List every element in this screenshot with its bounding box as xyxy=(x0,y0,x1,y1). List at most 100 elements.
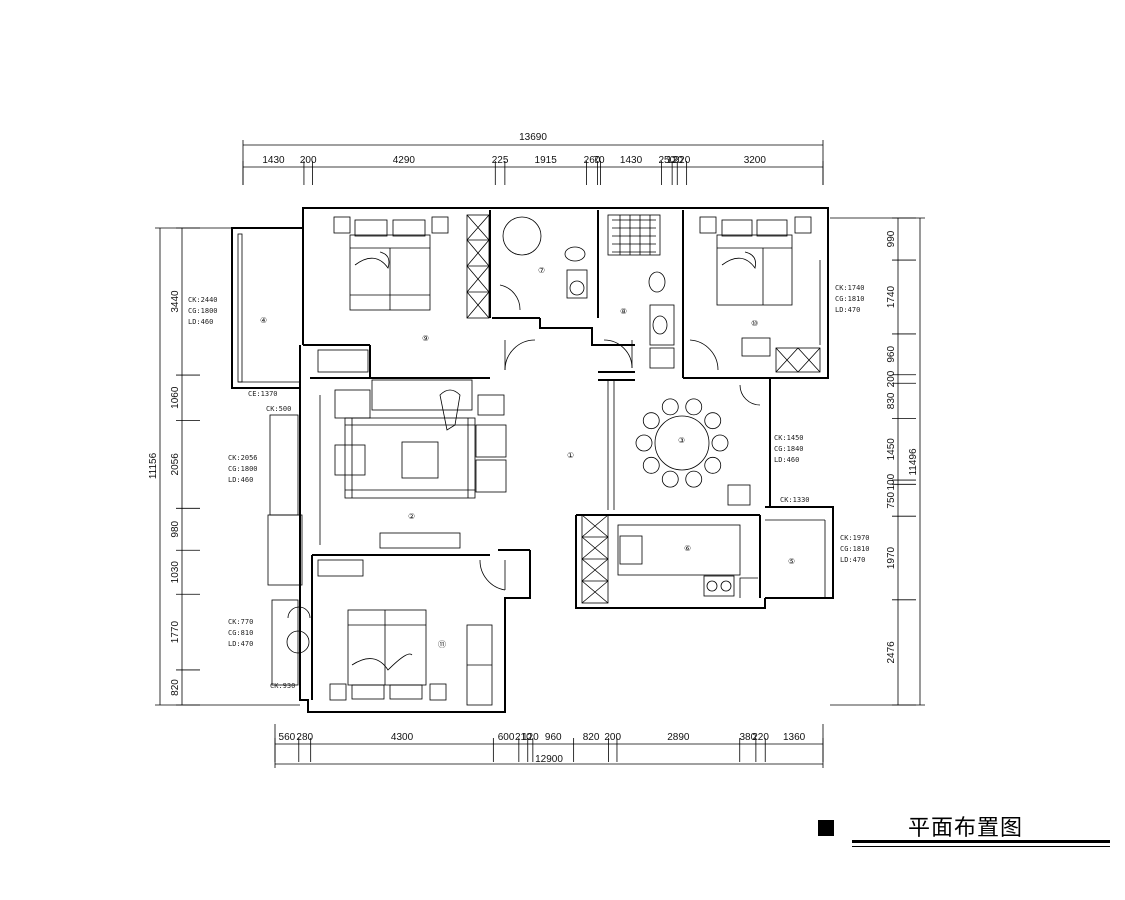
left-dim-segment-label: 3440 xyxy=(170,290,181,313)
right-dim-segment-label: 2476 xyxy=(886,641,897,664)
annot-bedroom-ne-cg: CG:1810 xyxy=(835,295,865,303)
annot-balcony-west-ce: CE:1370 xyxy=(248,390,278,398)
dining-chair xyxy=(704,412,722,430)
living-room-window xyxy=(267,414,303,686)
room-label-8: ⑧ xyxy=(620,307,627,316)
dining-chair xyxy=(661,398,679,416)
top-dim-segment-label: 1915 xyxy=(535,155,558,166)
bedroom-master xyxy=(317,214,490,373)
room-label-4: ④ xyxy=(260,316,267,325)
annot-balcony-east-ck: CK:1970 xyxy=(840,534,870,542)
right-dim-segment-label: 1970 xyxy=(886,546,897,569)
dining-chair xyxy=(642,412,660,430)
title-marker-square xyxy=(818,820,834,836)
right-total-dim: 11496 xyxy=(908,448,919,476)
left-total-dim: 11156 xyxy=(148,452,159,479)
annot-dining-ld: LD:460 xyxy=(774,456,799,464)
annot-bedroom-ne-ck: CK:1740 xyxy=(835,284,865,292)
title-underline-thick xyxy=(852,840,1110,843)
left-dim-segment-label: 820 xyxy=(170,679,181,696)
top-dim-segment-label: 200 xyxy=(300,155,317,166)
annot-bedroom-sw-ld: LD:470 xyxy=(228,640,253,648)
dining-chairs xyxy=(635,398,729,488)
right-dim-segment-label: 830 xyxy=(886,392,897,409)
right-dim-segment-label: 1450 xyxy=(886,438,897,461)
annot-bedroom-sw-bottom: CK:930 xyxy=(270,682,295,690)
annot-dining-cg: CG:1840 xyxy=(774,445,804,453)
annot-bedroom-sw-ck: CK:770 xyxy=(228,618,253,626)
dining-chair xyxy=(642,456,660,474)
right-dim-segment-label: 750 xyxy=(886,491,897,508)
right-dim-segment-label: 960 xyxy=(886,346,897,363)
bottom-dim-segment-label: 820 xyxy=(583,732,600,743)
bottom-dim-segment-label: 960 xyxy=(545,732,562,743)
bedroom-sw xyxy=(286,559,493,706)
bottom-dim-segment-label: 210 xyxy=(515,732,532,743)
right-dim-segment-label: 100 xyxy=(886,473,897,490)
annot-balcony-east-ld: LD:470 xyxy=(840,556,865,564)
right-dim-segment-label: 990 xyxy=(886,230,897,247)
top-dim-segment-label: 260 xyxy=(584,155,601,166)
top-dim-segment-label: 220 xyxy=(674,155,691,166)
annot-living-window-top: CK:500 xyxy=(266,405,291,413)
dining-chair xyxy=(635,434,653,452)
bottom-dim-segment-label: 2890 xyxy=(667,732,690,743)
bathroom-8 xyxy=(607,214,675,369)
room-label-11: ⑪ xyxy=(438,640,446,649)
living-room xyxy=(334,379,507,549)
window-annotations: CK:2440 CG:1800 LD:460 CE:1370 CK:500 CK… xyxy=(188,284,870,690)
bottom-dim-segment-label: 380 xyxy=(739,732,756,743)
top-dim-segment-label: 3200 xyxy=(744,155,767,166)
top-dim-segment-label: 1430 xyxy=(620,155,643,166)
annot-balcony-west-ld: LD:460 xyxy=(188,318,213,326)
annot-balcony-west-cg: CG:1800 xyxy=(188,307,218,315)
top-dim-segment-label: 225 xyxy=(492,155,509,166)
drawing-title-block: 平面布置图 xyxy=(818,808,1110,850)
drawing-title: 平面布置图 xyxy=(908,816,1024,841)
east-balcony xyxy=(765,519,826,598)
room-label-3: ③ xyxy=(678,436,685,445)
annot-balcony-east-cg: CG:1810 xyxy=(840,545,870,553)
interior-walls xyxy=(303,210,770,700)
bottom-dim-segment-label: 200 xyxy=(604,732,621,743)
right-dim-segment-label: 200 xyxy=(886,370,897,387)
room-labels: ① ② ③ ④ ⑤ ⑥ ⑦ ⑧ ⑨ ⑩ ⑪ xyxy=(260,266,795,649)
room-label-10: ⑩ xyxy=(751,319,758,328)
room-label-1: ① xyxy=(567,451,574,460)
bottom-dim-segment-label: 120 xyxy=(522,732,539,743)
annot-bedroom-ne-ld: LD:470 xyxy=(835,306,860,314)
annot-dining-ck: CK:1450 xyxy=(774,434,804,442)
annot-kitchen-top: CK:1330 xyxy=(780,496,810,504)
annot-living-window-ld: LD:460 xyxy=(228,476,253,484)
bathroom-7 xyxy=(502,216,588,299)
title-underline-thin xyxy=(852,846,1110,847)
right-dim-segment-label: 1740 xyxy=(886,285,897,308)
bottom-dim-segment-label: 560 xyxy=(279,732,296,743)
bottom-total-dim: 12900 xyxy=(535,754,563,765)
annot-living-window-cg: CG:1800 xyxy=(228,465,258,473)
dining-chair xyxy=(704,456,722,474)
dining-area xyxy=(635,398,751,506)
room-label-5: ⑤ xyxy=(788,557,795,566)
room-label-9: ⑨ xyxy=(422,334,429,343)
kitchen xyxy=(581,514,758,604)
room-label-6: ⑥ xyxy=(684,544,691,553)
dining-chair xyxy=(685,470,703,488)
dining-chair xyxy=(661,470,679,488)
left-dim-segment-label: 2056 xyxy=(170,453,181,476)
annot-balcony-west-ck: CK:2440 xyxy=(188,296,218,304)
bedroom-ne xyxy=(699,216,821,373)
left-dim-segment-label: 1060 xyxy=(170,386,181,409)
top-dim-segment-label: 120 xyxy=(666,155,683,166)
dining-chair xyxy=(685,398,703,416)
bottom-dim-segment-label: 1360 xyxy=(783,732,806,743)
left-dim-segment-label: 980 xyxy=(170,520,181,537)
